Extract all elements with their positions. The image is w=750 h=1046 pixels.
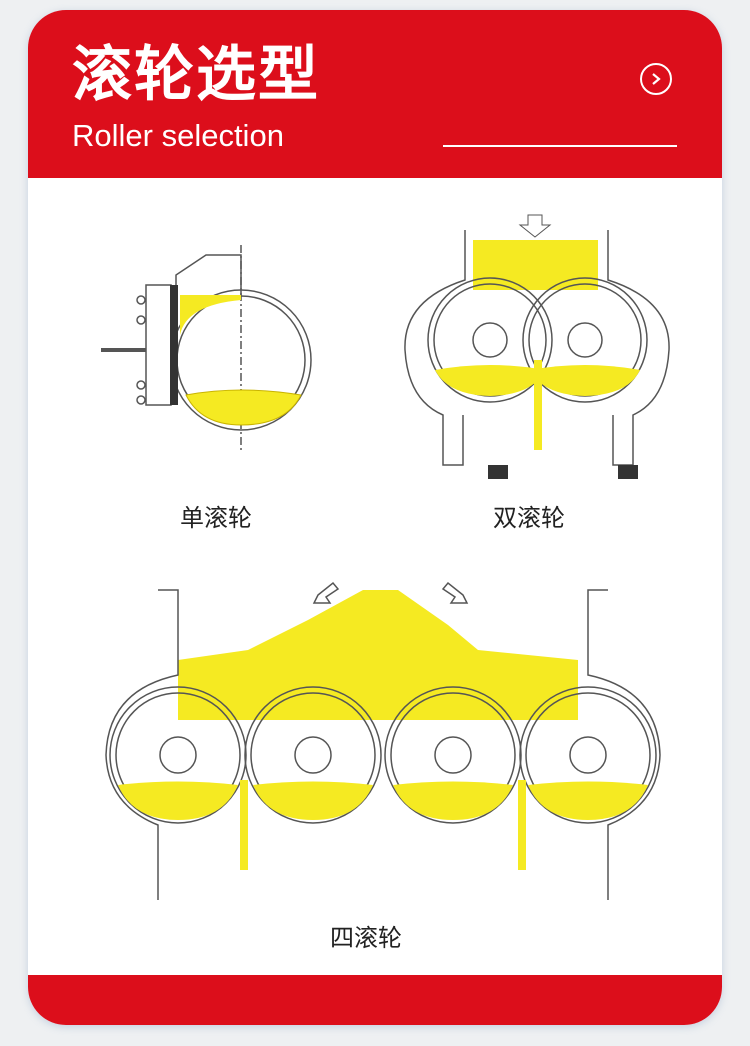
chevron-right-icon [652, 73, 661, 85]
next-button[interactable] [640, 63, 672, 95]
footer-band [28, 975, 722, 1025]
four-roller-label: 四滚轮 [330, 924, 402, 952]
double-roller-diagram [404, 214, 670, 479]
page-title: 滚轮选型 [72, 40, 320, 110]
divider [443, 145, 677, 147]
double-roller-label: 双滚轮 [493, 504, 565, 532]
header: 滚轮选型 Roller selection [28, 10, 722, 178]
page-subtitle: Roller selection [72, 118, 284, 153]
single-roller-diagram [101, 245, 312, 450]
roller-selection-card: 滚轮选型 Roller selection 单滚轮 [28, 10, 722, 1025]
single-roller-label: 单滚轮 [180, 504, 252, 532]
four-roller-diagram [105, 581, 661, 900]
